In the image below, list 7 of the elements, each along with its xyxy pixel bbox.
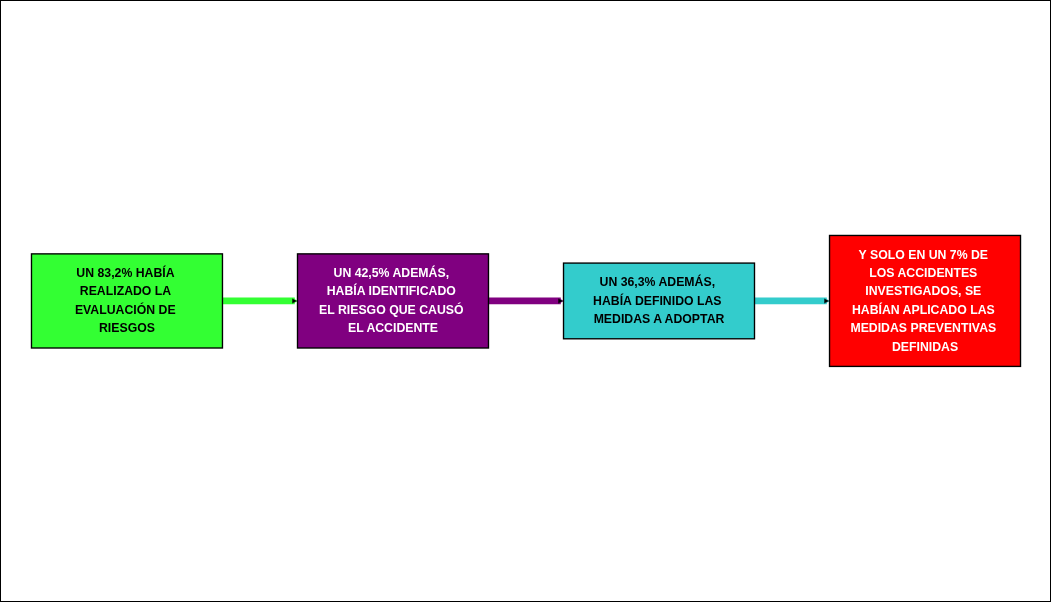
node-box: UN 42,5% ADEMÁS, HABÍA IDENTIFICADO EL RIESGO QUE CAUSÓ EL ACCIDENTE <box>296 253 489 349</box>
node-box: UN 36,3% ADEMÁS, HABÍA DEFINIDO LAS MEDIDAS A ADOPTAR <box>562 262 755 340</box>
arrow <box>221 297 298 305</box>
node-box: Y SOLO EN UN 7% DE LOS ACCIDENTES INVESTIGADOS, SE HABÍAN APLICADO LAS MEDIDAS PREVENTIVAS DEFINIDAS <box>828 234 1021 368</box>
arrow <box>488 297 564 305</box>
arrow <box>754 297 830 305</box>
node-box: UN 83,2% HABÍA REALIZADO LA EVALUACIÓN DE RIESGOS <box>30 253 223 349</box>
